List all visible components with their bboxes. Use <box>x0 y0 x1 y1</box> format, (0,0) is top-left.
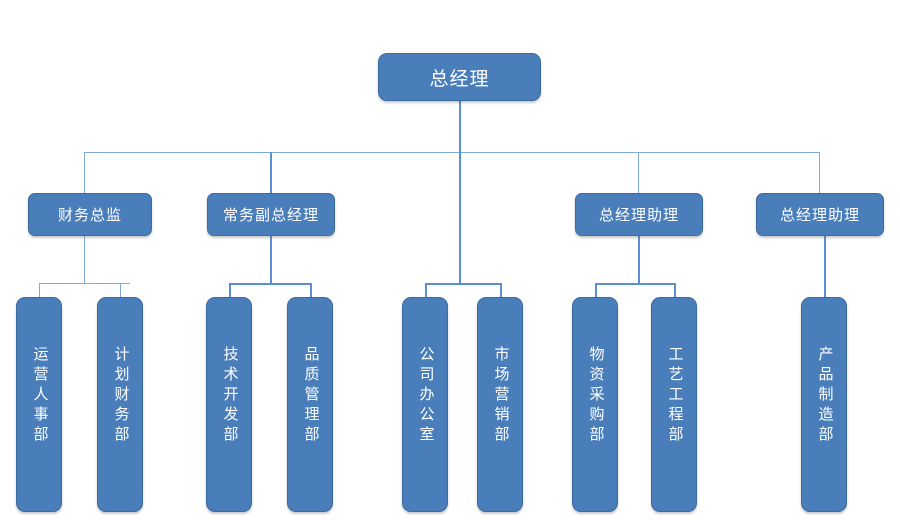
node-cfo[interactable]: 财务总监 <box>28 193 152 236</box>
connector-bus-to-cfo <box>84 152 85 193</box>
node-label: 物资采购部 <box>587 346 604 446</box>
connector-gm-assistant-1-to-process-engineering <box>674 283 676 298</box>
node-label: 工艺工程部 <box>666 346 683 446</box>
connector-exec-deputy-gm-stem <box>270 235 272 283</box>
node-quality-management[interactable]: 品质管理部 <box>287 297 333 512</box>
node-label: 总经理助理 <box>598 208 679 224</box>
connector-gm-assistant-1-bus <box>595 283 675 285</box>
node-marketing[interactable]: 市场营销部 <box>477 297 523 512</box>
connector-center-bus <box>425 283 501 285</box>
connector-gm-assistant-1-stem <box>638 235 640 283</box>
node-exec-deputy-gm[interactable]: 常务副总经理 <box>207 193 335 236</box>
node-label: 品质管理部 <box>302 346 319 446</box>
connector-cfo-to-planning-finance <box>120 283 121 298</box>
connector-bus-to-exec-deputy-gm <box>270 152 272 193</box>
node-label: 总经理助理 <box>779 208 860 224</box>
node-operations-hr[interactable]: 运营人事部 <box>16 297 62 512</box>
connector-exec-deputy-gm-to-quality-management <box>310 283 312 298</box>
node-label: 总经理 <box>429 68 490 90</box>
node-tech-development[interactable]: 技术开发部 <box>206 297 252 512</box>
connector-bus-to-gm-assistant-2 <box>819 152 820 193</box>
connector-gm-assistant-1-to-materials-purchasing <box>595 283 597 298</box>
node-label: 运营人事部 <box>31 346 48 446</box>
connector-center-to-marketing <box>500 283 502 298</box>
node-label: 市场营销部 <box>492 346 509 446</box>
node-gm-assistant-2[interactable]: 总经理助理 <box>756 193 884 236</box>
connector-root-to-center-group <box>459 152 461 283</box>
node-gm-assistant-1[interactable]: 总经理助理 <box>575 193 703 236</box>
node-general-manager[interactable]: 总经理 <box>378 53 541 101</box>
connector-center-to-company-office <box>425 283 427 298</box>
node-planning-finance[interactable]: 计划财务部 <box>97 297 143 512</box>
connector-root-stem <box>459 100 461 153</box>
node-label: 产品制造部 <box>816 346 833 446</box>
connector-cfo-bus <box>39 283 130 284</box>
node-label: 公司办公室 <box>417 346 434 446</box>
node-company-office[interactable]: 公司办公室 <box>402 297 448 512</box>
connector-cfo-stem <box>84 235 85 283</box>
connector-gm-assistant-2-to-product-manufacturing <box>824 235 826 298</box>
node-product-manufacturing[interactable]: 产品制造部 <box>801 297 847 512</box>
connector-cfo-to-operations-hr <box>39 283 40 298</box>
node-process-engineering[interactable]: 工艺工程部 <box>651 297 697 512</box>
connector-bus-to-gm-assistant-1 <box>638 152 639 193</box>
connector-exec-deputy-gm-to-tech-development <box>229 283 231 298</box>
node-label: 常务副总经理 <box>222 208 319 224</box>
connector-main-bus <box>84 152 820 153</box>
node-label: 财务总监 <box>57 208 122 224</box>
node-materials-purchasing[interactable]: 物资采购部 <box>572 297 618 512</box>
node-label: 技术开发部 <box>221 346 238 446</box>
connector-exec-deputy-gm-bus <box>229 283 311 285</box>
node-label: 计划财务部 <box>112 346 129 446</box>
